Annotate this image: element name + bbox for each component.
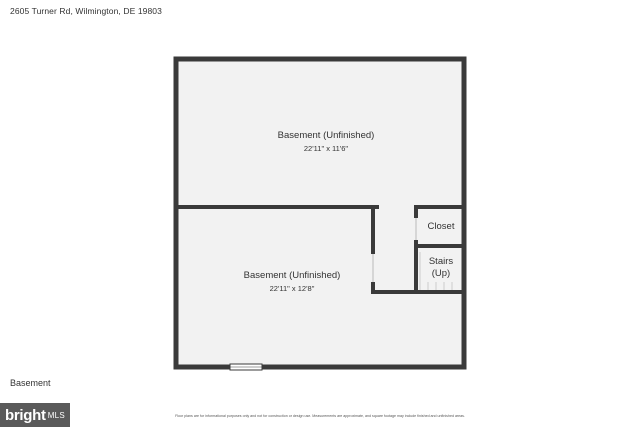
logo-sub: MLS	[47, 410, 66, 420]
room-stairs-label-line1: Stairs	[428, 256, 454, 267]
exterior-wall	[173, 56, 467, 370]
bright-mls-logo: bright MLS	[0, 403, 70, 427]
room-stairs-label-line2: (Up)	[431, 268, 451, 279]
stairs-treads	[419, 252, 453, 290]
floor-area	[176, 59, 464, 367]
room-closet-label: Closet	[427, 221, 455, 232]
disclaimer: Floor plans are for informational purpos…	[175, 414, 465, 418]
property-address: 2605 Turner Rd, Wilmington, DE 19803	[10, 6, 162, 16]
room-basement-upper-label: Basement (Unfinished)	[277, 130, 375, 141]
room-basement-lower-dimensions: 22'11" x 12'8"	[269, 284, 315, 293]
floor-name: Basement	[10, 378, 51, 388]
logo-word: bright	[5, 406, 46, 424]
room-basement-lower-label: Basement (Unfinished)	[243, 270, 341, 281]
room-basement-upper-dimensions: 22'11" x 11'6"	[303, 144, 349, 153]
